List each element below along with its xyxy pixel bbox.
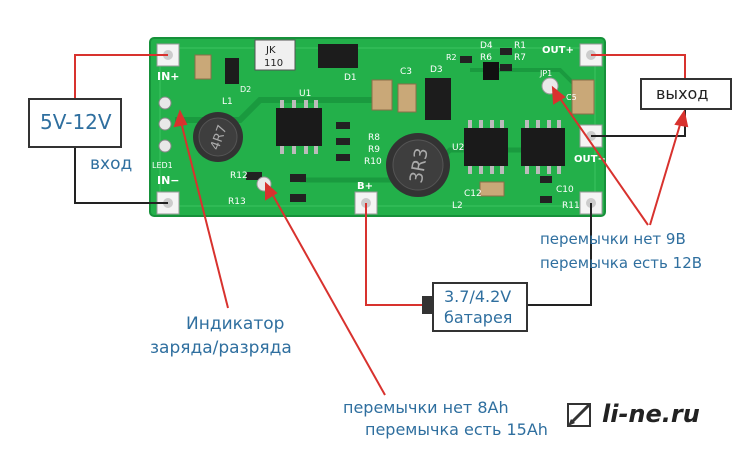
silk-l1: L1: [222, 97, 233, 107]
output-box: выход: [640, 78, 732, 110]
input-voltage-label: 5V-12V: [40, 110, 112, 134]
silk-in-plus: IN+: [157, 70, 180, 83]
ic-u2: [464, 120, 508, 174]
indicator-label-line2: заряда/разряда: [150, 338, 292, 358]
wire-b-minus: [528, 203, 592, 306]
silk-r9: R9: [368, 145, 380, 155]
silk-out-minus: OUT−: [574, 154, 606, 165]
pointer-capacity-jumper: [265, 181, 386, 396]
battery-voltage-label: 3.7/4.2V: [444, 287, 512, 306]
output-label: выход: [656, 84, 709, 103]
silk-led1: LED1: [152, 161, 173, 170]
capacitor-c12: [479, 181, 505, 197]
capacitor-c3: [371, 79, 393, 111]
silk-r10: R10: [364, 157, 382, 167]
jumper-output-present: перемычка есть 12В: [540, 254, 703, 272]
transistor-d4: [483, 62, 499, 80]
silk-r8: R8: [368, 133, 380, 143]
wire-out-plus: [591, 54, 686, 80]
pointer-output-jumper: [551, 85, 689, 226]
silk-c3: C3: [400, 67, 412, 77]
silk-r7: R7: [514, 53, 526, 63]
diode-d3: [425, 78, 451, 120]
silk-d1: D1: [344, 73, 357, 83]
chip-jk-top: JK: [265, 45, 276, 56]
ic-u1: [276, 100, 322, 154]
battery-box: 3.7/4.2V батарея: [432, 282, 528, 332]
diode-d1: [318, 44, 358, 68]
silk-d4: D4: [480, 41, 493, 51]
silk-r1: R1: [514, 41, 526, 51]
silk-r12: R12: [230, 171, 248, 181]
battery-terminal: [422, 296, 432, 314]
silk-r6: R6: [480, 53, 492, 63]
wire-in-plus: [74, 54, 168, 98]
input-box: 5V-12V: [28, 98, 122, 148]
input-label: вход: [90, 154, 133, 174]
silk-l2: L2: [452, 201, 463, 211]
battery-label: батарея: [444, 308, 513, 327]
jumper-capacity-none: перемычки нет 8Ah: [343, 398, 509, 417]
silk-r11: R11: [562, 201, 580, 211]
silk-d2: D2: [240, 85, 251, 94]
pointer-indicator: [173, 109, 229, 309]
inductor-l2: [386, 133, 450, 197]
capacitor-c-mid: [397, 83, 417, 113]
silk-in-minus: IN−: [157, 174, 180, 187]
jk-chip: [254, 39, 296, 71]
jumper-capacity-present: перемычка есть 15Ah: [365, 420, 548, 439]
silk-out-plus: OUT+: [542, 45, 574, 56]
silk-b-plus: B+: [357, 181, 373, 192]
silk-d3: D3: [430, 65, 443, 75]
silk-r2: R2: [446, 53, 457, 62]
silk-r13: R13: [228, 197, 246, 207]
wire-in-minus: [74, 148, 168, 204]
wire-b-plus: [365, 203, 432, 306]
diode-d2: [225, 58, 239, 84]
silk-c5: C5: [566, 93, 577, 102]
capacitor-c5: [571, 79, 595, 115]
silk-jp1: JP1: [539, 69, 552, 78]
silk-u1: U1: [299, 89, 311, 99]
watermark-text: li-ne.ru: [602, 400, 700, 428]
silk-u2: U2: [452, 143, 464, 153]
led-holes: [158, 96, 172, 153]
smd-resistors: [246, 48, 552, 203]
jumper-output-none: перемычки нет 9В: [540, 230, 686, 248]
capacitor-c-left: [194, 54, 212, 80]
ic-u3: [521, 120, 565, 174]
inductor-l1: [193, 112, 243, 162]
indicator-label-line1: Индикатор: [186, 314, 285, 334]
silk-c12: C12: [464, 189, 482, 199]
chip-jk-bottom: 110: [264, 58, 283, 69]
watermark-pencil-icon: [567, 402, 592, 427]
silk-c10: C10: [556, 185, 574, 195]
